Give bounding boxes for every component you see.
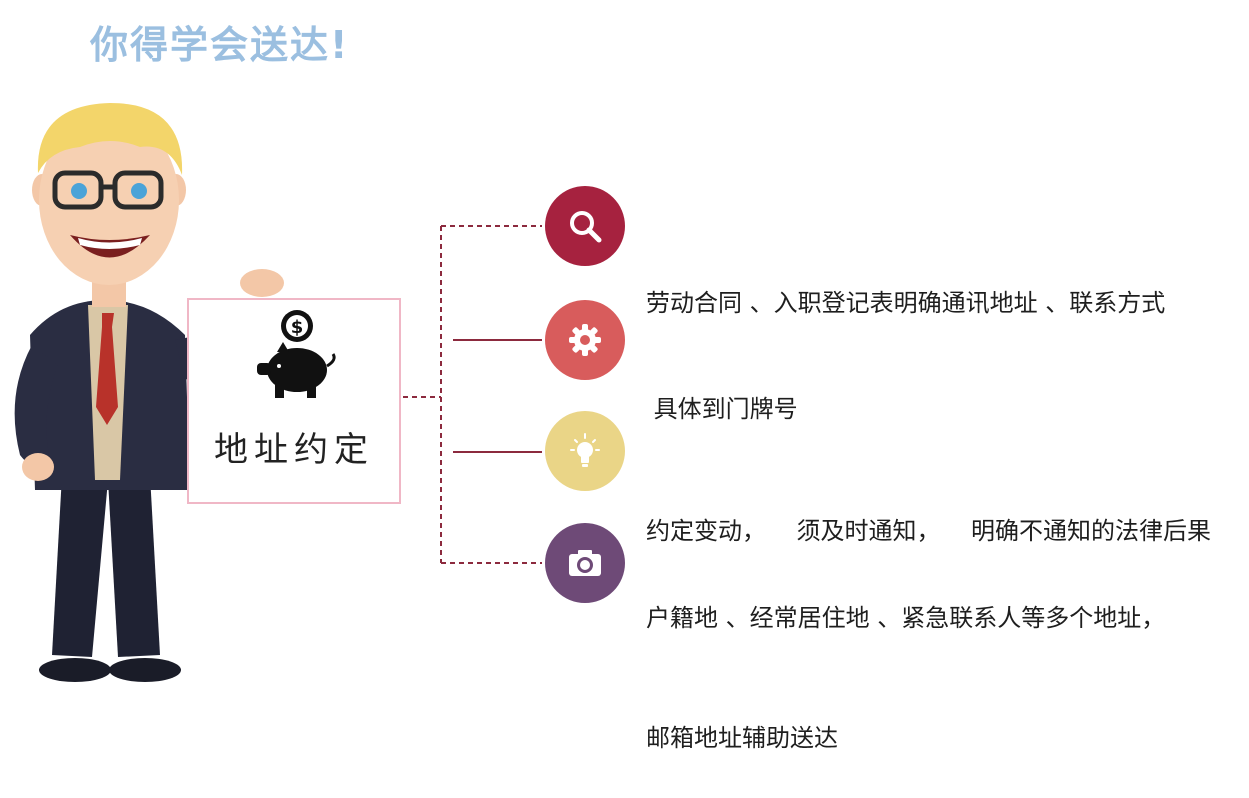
gear-icon <box>569 324 601 356</box>
item-text-2: 具体到门牌号 <box>646 309 798 469</box>
item-badge-2 <box>545 300 625 380</box>
item-line: 户籍地 、经常居住地 、紧急联系人等多个地址， <box>646 604 1166 632</box>
item-line: 邮箱地址辅助送达 <box>646 724 838 752</box>
item-text-3: 约定变动， 须及时通知， 明确不通知的法律后果 <box>646 431 1211 591</box>
item-text-4: 户籍地 、经常居住地 、紧急联系人等多个地址， 邮箱地址辅助送达 <box>646 518 1165 798</box>
item-text-1: 劳动合同 、入职登记表明确通讯地址 、联系方式 <box>646 203 1165 363</box>
item-line: 约定变动， 须及时通知， 明确不通知的法律后果 <box>646 517 1212 545</box>
item-badge-3 <box>545 411 625 491</box>
item-badge-1 <box>545 186 625 266</box>
page-title: 你得学会送达! <box>90 23 350 67</box>
item-badge-4 <box>545 523 625 603</box>
piggy-bank-icon: $ <box>257 310 336 398</box>
svg-text:$: $ <box>291 317 304 338</box>
connector-lines <box>403 225 542 564</box>
address-agreement-card: $ 地址约定 <box>187 298 401 504</box>
search-icon <box>570 211 602 243</box>
camera-icon <box>569 550 601 576</box>
businessman-illustration <box>14 103 284 682</box>
card-label: 地址约定 <box>214 430 374 470</box>
lightbulb-icon <box>570 433 600 467</box>
item-line: 劳动合同 、入职登记表明确通讯地址 、联系方式 <box>646 289 1166 317</box>
item-line: 具体到门牌号 <box>646 395 798 423</box>
